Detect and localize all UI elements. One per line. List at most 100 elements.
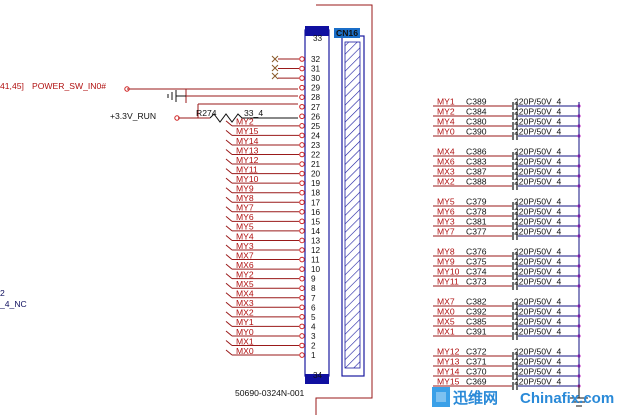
cap-ref-C376: C376 [466,247,487,257]
pin-net-label-7: MX4 [236,289,254,299]
pin-label-tick-21 [225,158,233,165]
left-edge-text-2: _4_NC [0,299,27,309]
pin-circle-20 [299,170,305,177]
pin-circle-19 [299,180,305,186]
cap-value-C384: 220P/50V_4 [514,107,562,117]
pin-circle-3 [299,333,305,339]
pin-number-24: 24 [311,131,321,140]
pin-circle-28 [299,94,305,100]
cap-net-label-C380: MY4 [437,117,455,127]
nc-mark-31 [271,64,279,72]
cap-ref-C370: C370 [466,367,487,377]
left-ref-fragment: 41,45] [0,81,24,91]
pin-net-label-20: MY11 [236,164,258,174]
pin-net-label-11: MX7 [236,250,254,260]
watermark-logo-inner [436,392,446,402]
cap-value-C380: 220P/50V_4 [514,117,562,127]
resistor-symbol [209,113,298,123]
pin-circle-23 [299,142,305,148]
pin-number-16: 16 [311,208,321,217]
nc-mark-30 [271,72,279,80]
cap-value-C379: 220P/50V_4 [514,197,562,207]
pin-number-4: 4 [311,322,316,331]
cap-value-C390: 220P/50V_4 [514,127,562,137]
cap-ref-C383: C383 [466,157,487,167]
cap-value-C378: 220P/50V_4 [514,207,562,217]
cap-value-C382: 220P/50V_4 [514,297,562,307]
pin-number-17: 17 [311,198,321,207]
watermark: 迅维网 Chinafix.com [432,387,614,407]
connector-pins: 3231302928272625MY224MY1523MY1422MY1321M… [225,55,321,360]
cap-value-C372: 220P/50V_4 [514,347,562,357]
cap-net-label-C375: MY9 [437,257,455,267]
cap-ref-C392: C392 [466,307,487,317]
pin-net-label-22: MY13 [236,145,259,155]
pin-number-32: 32 [311,55,321,64]
pin-label-tick-17 [225,196,233,203]
pin-label-tick-8 [225,282,233,289]
cap-value-C381: 220P/50V_4 [514,217,562,227]
watermark-cn-text: 迅维网 [453,389,498,407]
power-switch-net-label: POWER_SW_IN0# [32,81,106,91]
pin-circle-6 [299,304,305,311]
pin-number-30: 30 [311,74,321,83]
watermark-logo [432,387,450,407]
supply-port [174,115,180,121]
pin-label-tick-12 [225,244,233,251]
cap-ref-C371: C371 [466,357,487,367]
cap-value-C388: 220P/50V_4 [514,177,562,187]
cap-value-C383: 220P/50V_4 [514,157,562,167]
cap-ref-C373: C373 [466,277,487,287]
cap-ref-C387: C387 [466,167,487,177]
pin-net-label-19: MY10 [236,174,259,184]
pin-number-2: 2 [311,342,316,351]
cap-net-label-C372: MY12 [437,347,460,357]
pin-circle-8 [299,285,305,292]
cap-value-C389: 220P/50V_4 [514,97,562,107]
cap-value-C387: 220P/50V_4 [514,167,562,177]
cap-ref-C388: C388 [466,177,487,187]
pin-net-label-15: MY6 [236,212,254,222]
cap-net-label-C369: MY15 [437,377,460,387]
pin-number-31: 31 [311,65,321,74]
pin-number-12: 12 [311,246,321,255]
cap-net-label-C373: MY11 [437,277,459,287]
cap-net-label-C376: MY8 [437,247,455,257]
supply-net-label: +3.3V_RUN [110,111,156,121]
pin-net-label-2: MX1 [236,336,254,346]
pin-circle-12 [299,247,305,253]
pin-circle-29 [299,84,305,91]
pin-label-tick-5 [225,311,233,318]
cap-ref-C389: C389 [466,97,487,107]
pin-number-20: 20 [311,170,321,179]
pin-number-15: 15 [311,217,321,226]
pin-net-label-12: MY3 [236,241,254,251]
pin-number-23: 23 [311,141,321,150]
cap-net-label-C389: MY1 [437,97,455,107]
cap-ref-C384: C384 [466,107,487,117]
cap-net-label-C387: MX3 [437,167,455,177]
connector-outline-wire [315,4,373,415]
pin-net-label-21: MY12 [236,155,259,165]
cap-ref-C382: C382 [466,297,487,307]
pin-net-label-25: MY2 [236,117,254,127]
pin-number-9: 9 [311,275,316,284]
pin-circle-21 [299,161,305,167]
pin-circle-31 [299,65,305,72]
cap-ref-C379: C379 [466,197,487,207]
pin-label-tick-7 [225,292,233,299]
cap-net-label-C371: MY13 [437,357,460,367]
pin-label-tick-22 [225,149,233,155]
cap-net-label-C378: MY6 [437,207,455,217]
cap-value-C377: 220P/50V_4 [514,227,562,237]
cap-net-label-C383: MX6 [437,157,455,167]
cap-net-label-C385: MX5 [437,317,455,327]
pin-label-tick-1 [225,349,233,356]
cap-ref-C381: C381 [466,217,487,227]
pin-label-tick-25 [225,120,233,127]
connector-bottom-index: 34 [313,371,323,380]
cap-ref-C380: C380 [466,117,487,127]
cap-net-label-C392: MX0 [437,307,455,317]
connector-ref-bg [334,28,360,38]
